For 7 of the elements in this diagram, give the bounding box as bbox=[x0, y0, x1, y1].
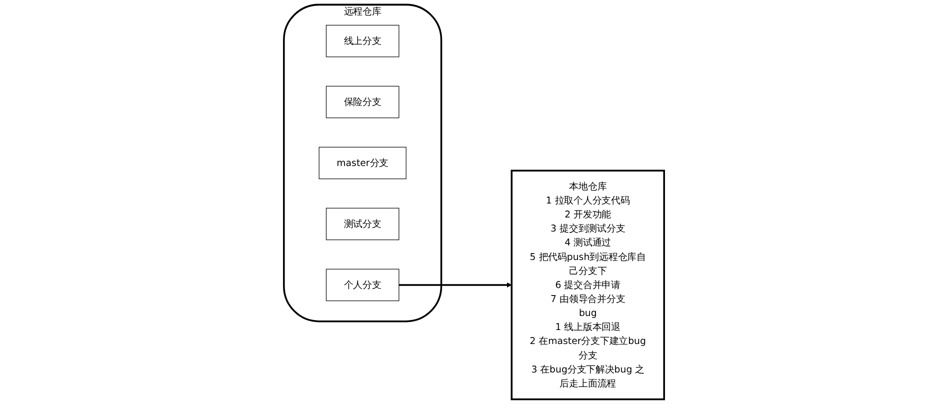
node-box: 测试分支 bbox=[326, 208, 400, 240]
node-box: 线上分支 bbox=[326, 24, 400, 58]
node-box: 个人分支 bbox=[326, 268, 400, 302]
node-box: 保险分支 bbox=[326, 86, 400, 118]
arrow bbox=[398, 282, 512, 288]
node-box: master分支 bbox=[318, 146, 406, 180]
node-box: 本地仓库 1 拉取个人分支代码 2 开发功能 3 提交到测试分支 4 测试通过 5 把代码push到远程仓库自己分支下 6 提交合并申请 7 由领导合并分支 bug 1 线上版本回退 2 在master分支下建立bug分支 3 在bug分支下解决bug 之后走上面流程 bbox=[510, 170, 665, 400]
